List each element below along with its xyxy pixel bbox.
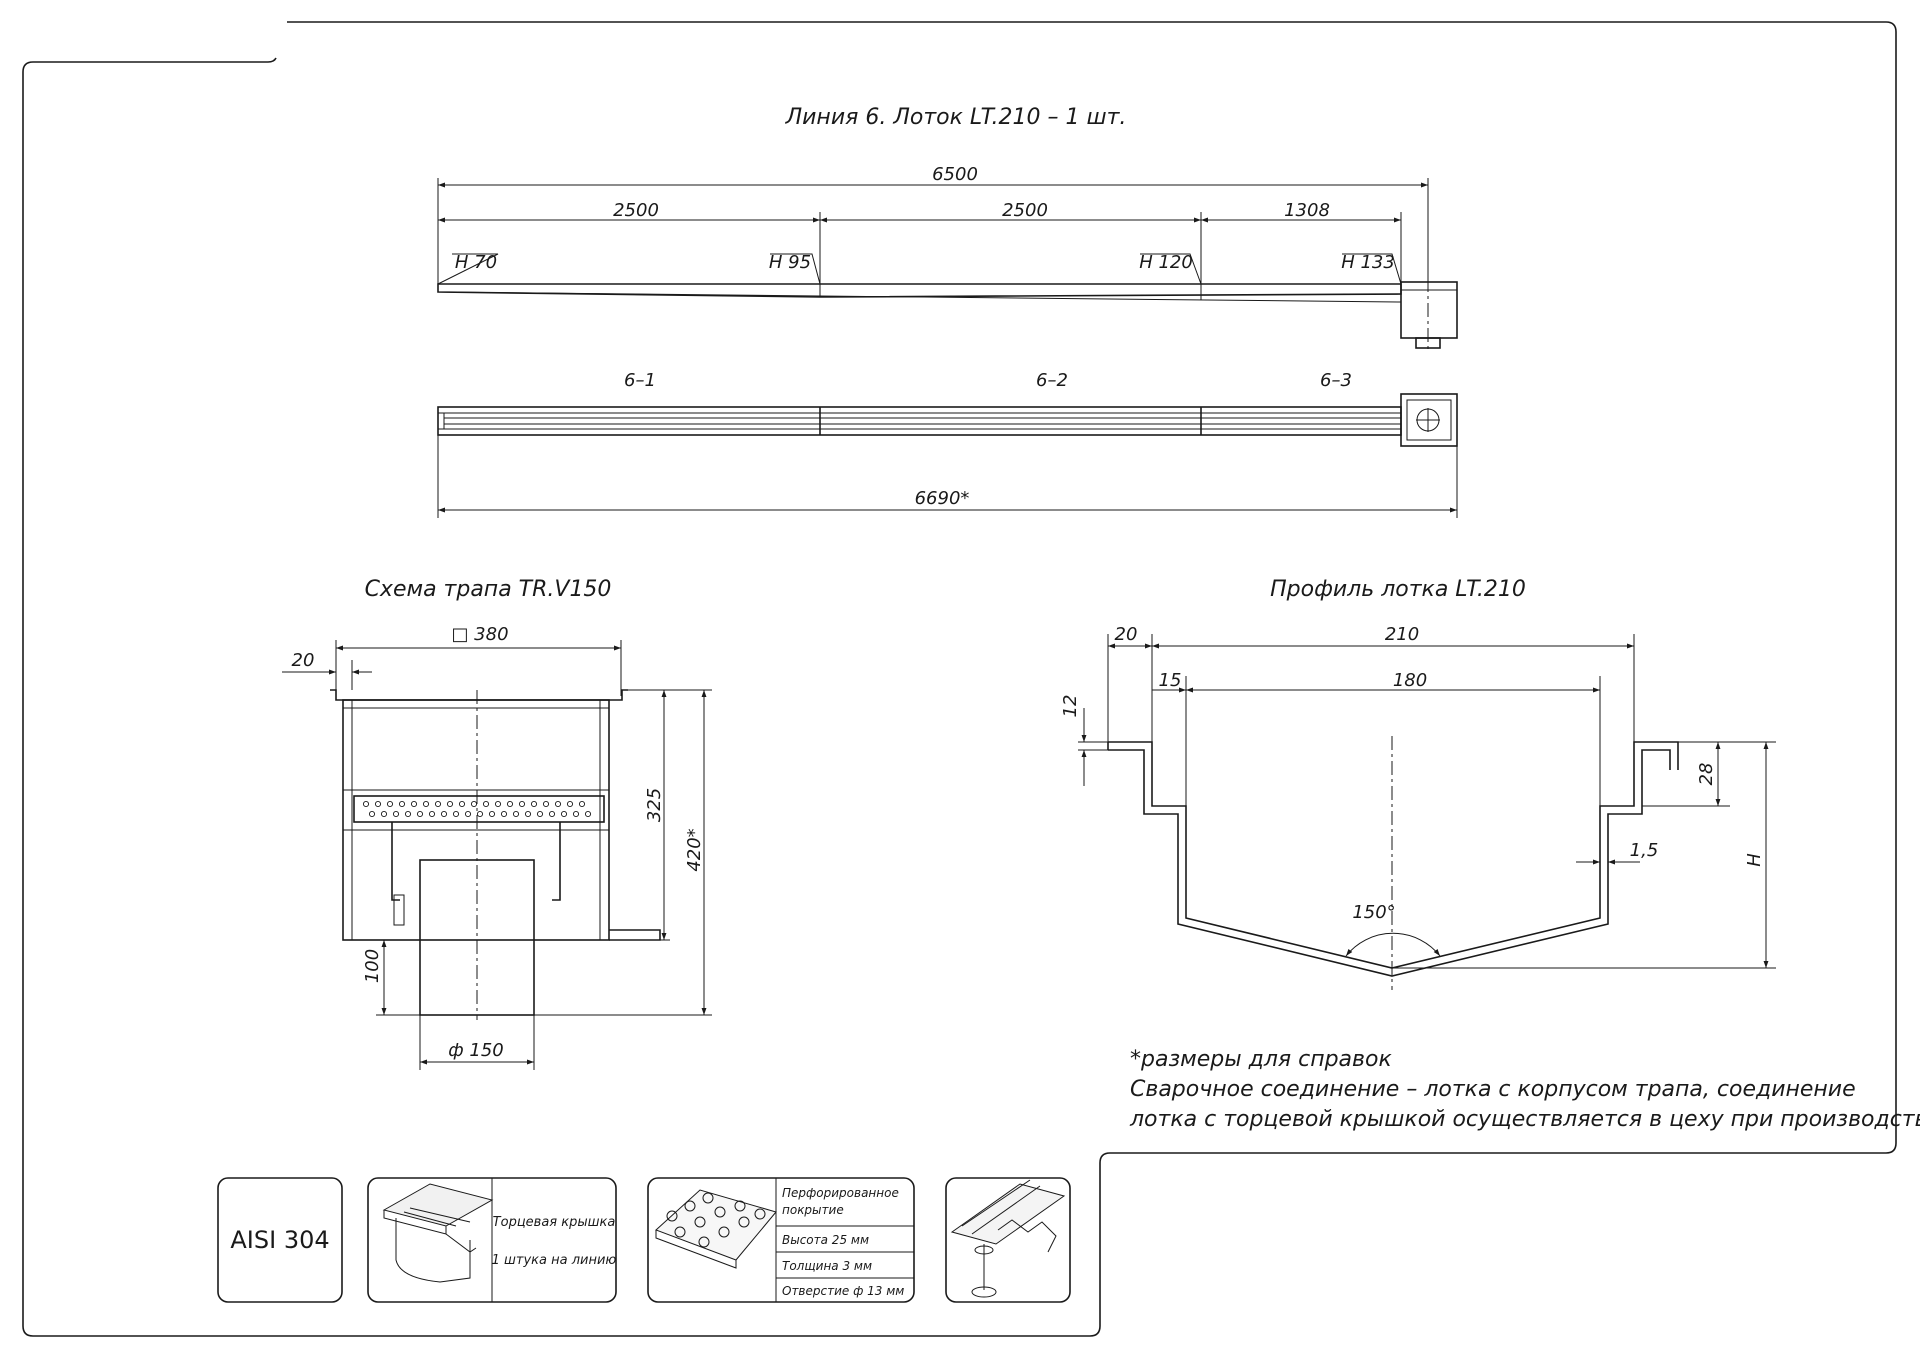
profile-angle-label: 150° xyxy=(1352,902,1395,923)
end-cap-card: Торцевая крышка 1 штука на линию xyxy=(367,1177,617,1303)
end-cap-quantity: 1 штука на линию xyxy=(492,1253,617,1268)
end-cap-illustration xyxy=(382,1183,494,1283)
profile-flange-label: 20 xyxy=(1115,624,1138,645)
note-line: Сварочное соединение – лотка с корпусом … xyxy=(1130,1077,1856,1102)
grating-height: Высота 25 мм xyxy=(782,1233,869,1247)
profile-lip-height-label: 28 xyxy=(1696,763,1717,786)
material-label: AISI 304 xyxy=(230,1226,329,1254)
drain-flange-label: 20 xyxy=(292,650,315,671)
sheet-frame xyxy=(22,21,1897,1337)
height-label: H 70 xyxy=(455,252,497,273)
note-line: лотка с торцевой крышкой осуществляется … xyxy=(1129,1107,1920,1132)
leveling-foot-illustration xyxy=(950,1179,1066,1298)
grating-type: Перфорированное xyxy=(782,1186,899,1200)
end-cap-title: Торцевая крышка xyxy=(493,1215,616,1230)
notes: *размеры для справок Сварочное соединени… xyxy=(1129,1047,1920,1132)
total-length-label: 6500 xyxy=(932,164,978,185)
side-view: 6500 2500 2500 1308 H 70 H 95 H 120 H 13… xyxy=(437,164,1458,352)
grating-card: Перфорированное покрытие Высота 25 мм То… xyxy=(647,1177,915,1303)
profile-outer-width-label: 210 xyxy=(1385,624,1419,645)
profile-height-label: H xyxy=(1744,853,1765,867)
section-label: 6–1 xyxy=(624,370,656,391)
height-label: H 133 xyxy=(1341,252,1395,273)
section-length-label: 2500 xyxy=(1002,200,1048,221)
grating-type-2: покрытие xyxy=(782,1203,844,1217)
drain-scheme-title: Схема трапа TR.V150 xyxy=(365,577,612,602)
section-length-label: 1308 xyxy=(1284,200,1330,221)
material-card: AISI 304 xyxy=(217,1177,343,1303)
height-label: H 95 xyxy=(769,252,811,273)
drain-height-label: 325 xyxy=(644,788,665,822)
grating-thickness: Толщина 3 мм xyxy=(782,1259,872,1273)
outlet-length-label: 100 xyxy=(362,949,383,983)
channel-profile: Профиль лотка LT.210 20 210 15 180 12 28 xyxy=(1060,577,1776,990)
grating-hole: Отверстие ф 13 мм xyxy=(782,1284,904,1298)
outlet-diameter-label: ф 150 xyxy=(448,1040,503,1061)
drain-width-label: □ 380 xyxy=(451,624,508,645)
section-length-label: 2500 xyxy=(613,200,659,221)
overall-length-label: 6690* xyxy=(915,488,970,509)
section-label: 6–3 xyxy=(1320,370,1352,391)
drain-scheme: Схема трапа TR.V150 □ 380 20 xyxy=(282,577,712,1070)
top-view: 6–1 6–2 6–3 6690* xyxy=(437,370,1458,518)
profile-flange-height-label: 12 xyxy=(1060,695,1081,718)
note-line: *размеры для справок xyxy=(1130,1047,1392,1072)
grating-illustration xyxy=(655,1189,777,1269)
perforation-dots xyxy=(362,800,592,818)
sheet-title: Линия 6. Лоток LT.210 – 1 шт. xyxy=(785,105,1127,130)
height-label: H 120 xyxy=(1139,252,1193,273)
profile-outline xyxy=(1108,741,1679,969)
leveling-card xyxy=(945,1177,1071,1303)
profile-inner-width-label: 180 xyxy=(1393,670,1427,691)
profile-thickness-label: 1,5 xyxy=(1630,840,1659,861)
drain-total-height-label: 420* xyxy=(684,828,705,871)
profile-wall-offset-label: 15 xyxy=(1159,670,1182,691)
channel-profile-title: Профиль лотка LT.210 xyxy=(1270,577,1526,602)
section-label: 6–2 xyxy=(1036,370,1068,391)
